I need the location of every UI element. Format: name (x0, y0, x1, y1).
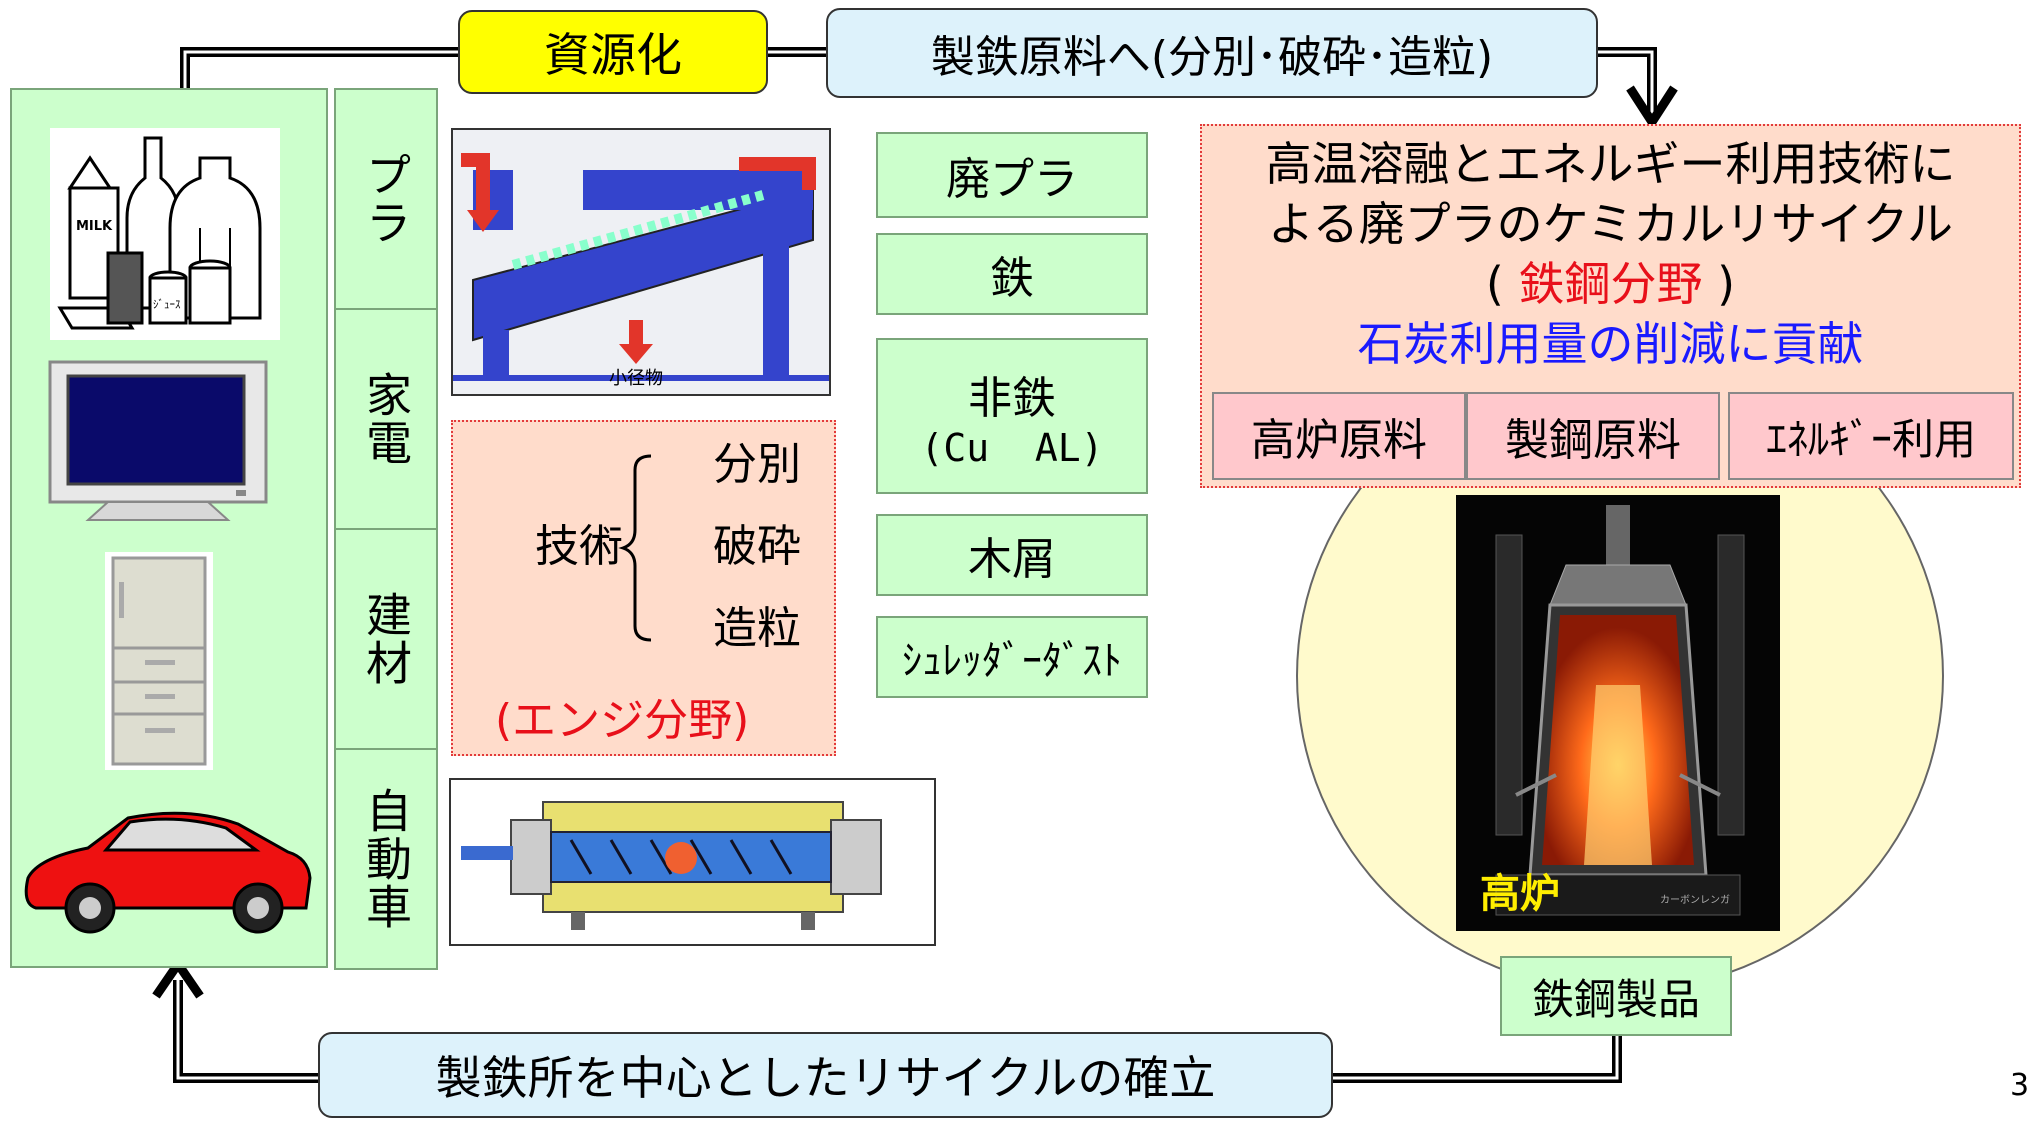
containers-illustration: MILK ｼﾞｭｰｽ (50, 128, 280, 340)
down-arrow-icon (1626, 85, 1678, 131)
material-iron: 鉄 (876, 233, 1148, 315)
material-shredder-dust: ｼｭﾚｯﾀﾞｰﾀﾞｽﾄ (876, 616, 1148, 698)
category-building-materials: 建材 (334, 528, 438, 750)
category-automobiles: 自動車 (334, 748, 438, 970)
steel-field-label: 鉄鋼分野 (1518, 257, 1703, 311)
coal-reduction-label: 石炭利用量の削減に貢献 (1357, 317, 1864, 371)
raw-material-label: 製鉄原料へ(分別･破砕･造粒) (930, 32, 1494, 83)
technology-item-granulation: 造粒 (713, 603, 801, 654)
juice-label: ｼﾞｭｰｽ (153, 298, 181, 311)
category-appliances: 家電 (334, 308, 438, 530)
technology-brace (618, 454, 652, 642)
material-wood-chips: 木屑 (876, 514, 1148, 596)
car-illustration (20, 798, 320, 938)
technology-item-sorting: 分別 (713, 439, 801, 490)
recycling-establishment-banner: 製鉄所を中心としたリサイクルの確立 (318, 1032, 1333, 1118)
category-automobiles-label: 自動車 (359, 787, 413, 931)
use-blast-furnace-raw-label: 高炉原料 (1251, 415, 1427, 466)
milk-label: MILK (76, 219, 113, 234)
steel-field-open: ( (1485, 257, 1504, 311)
use-steelmaking-raw-label: 製鋼原料 (1505, 415, 1681, 466)
resource-conversion-box: 資源化 (458, 10, 768, 94)
engineering-field-label: (エンジ分野) (495, 695, 750, 746)
small-particle-label: 小径物 (609, 368, 663, 389)
steel-field-close: ) (1717, 257, 1736, 311)
chemical-recycling-title-line1: 高温溶融とエネルギー利用技術に (1265, 137, 1956, 191)
sorter-machine-image: 小径物 (451, 128, 831, 396)
category-appliances-label: 家電 (359, 371, 413, 467)
category-building-materials-label: 建材 (359, 591, 413, 687)
technology-label: 技術 (535, 521, 623, 572)
resource-conversion-label: 資源化 (544, 28, 682, 82)
raw-material-banner: 製鉄原料へ(分別･破砕･造粒) (826, 8, 1598, 98)
material-wood-chips-label: 木屑 (968, 534, 1056, 585)
blast-furnace-image: カーボンレンガ 高炉 (1456, 495, 1780, 931)
use-energy-label: ｴﾈﾙｷﾞｰ利用 (1765, 414, 1976, 464)
refrigerator-illustration (105, 552, 213, 770)
tv-illustration (48, 360, 268, 528)
page-number: 3 (2010, 1068, 2029, 1103)
category-plastics: プラ (334, 88, 438, 310)
centrifuge-image (449, 778, 936, 946)
material-waste-plastic-label: 廃プラ (946, 154, 1078, 205)
blast-furnace-label: 高炉 (1480, 871, 1560, 917)
chemical-recycling-title-line2: よる廃プラのケミカルリサイクル (1268, 197, 1953, 251)
material-nonferrous: 非鉄 (Cu AL) (876, 338, 1148, 494)
steel-products-label: 鉄鋼製品 (1531, 974, 1700, 1024)
technology-item-crushing: 破砕 (713, 521, 801, 572)
material-nonferrous-label: 非鉄 (968, 373, 1056, 424)
furnace-tag: カーボンレンガ (1660, 894, 1730, 906)
material-waste-plastic: 廃プラ (876, 132, 1148, 218)
material-iron-label: 鉄 (990, 253, 1034, 304)
steel-field-line: ( 鉄鋼分野 ) (1202, 254, 2019, 314)
use-steelmaking-raw: 製鋼原料 (1466, 392, 1720, 480)
use-energy: ｴﾈﾙｷﾞｰ利用 (1728, 392, 2014, 480)
recycling-establishment-label: 製鉄所を中心としたリサイクルの確立 (435, 1051, 1216, 1105)
category-plastics-label: プラ (359, 151, 413, 247)
steel-products-box: 鉄鋼製品 (1500, 956, 1732, 1036)
material-shredder-dust-label: ｼｭﾚｯﾀﾞｰﾀﾞｽﾄ (902, 638, 1122, 684)
technology-box: 技術 分別 破砕 造粒 (エンジ分野) (451, 420, 836, 756)
material-nonferrous-sub: (Cu AL) (920, 426, 1104, 470)
use-blast-furnace-raw: 高炉原料 (1212, 392, 1466, 480)
